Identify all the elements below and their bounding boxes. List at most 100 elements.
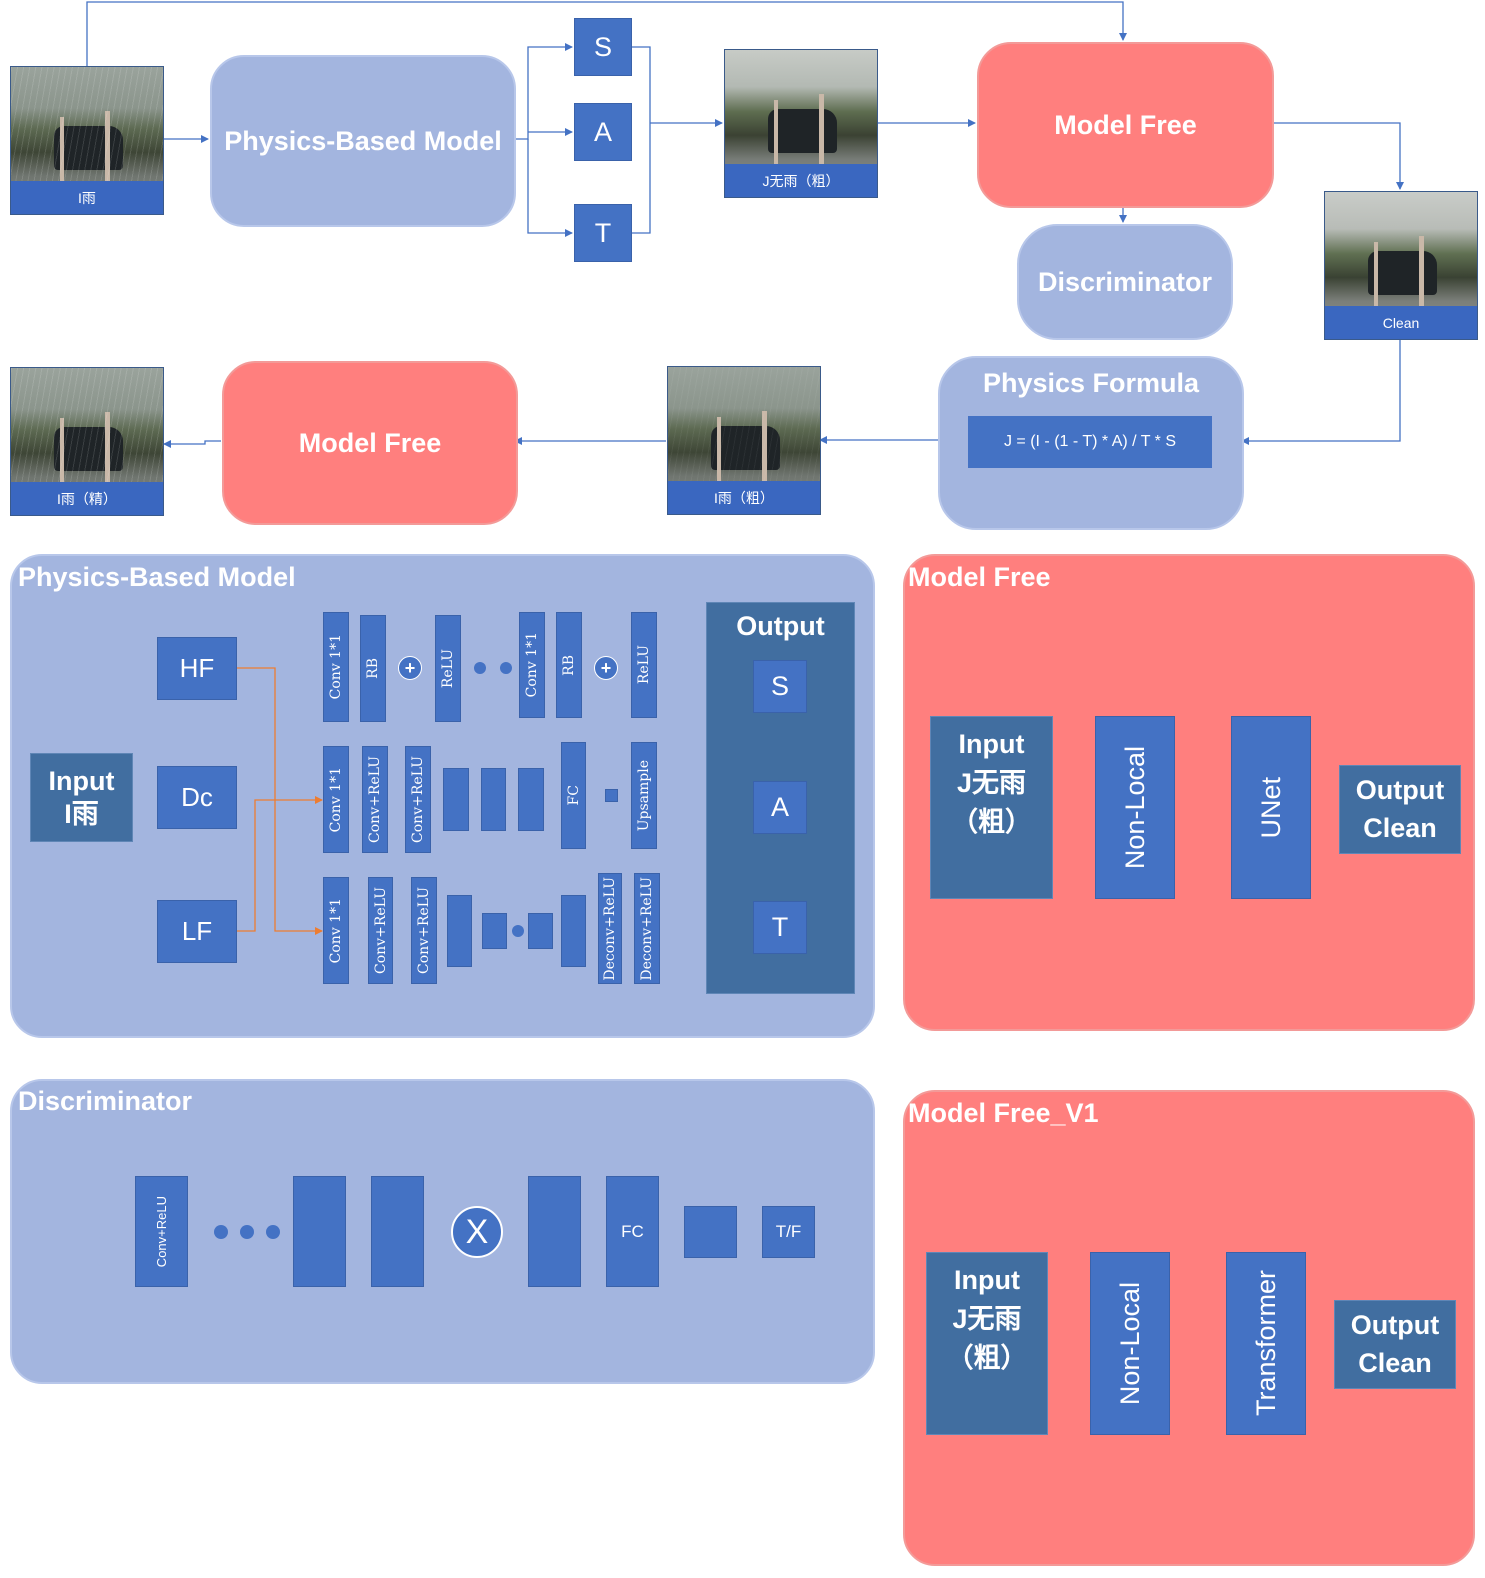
- conv-relu-block: Conv+ReLU: [411, 877, 437, 984]
- image-caption: I雨: [11, 181, 163, 214]
- decoder-block: [561, 895, 586, 967]
- block-label: T/F: [775, 1222, 802, 1241]
- clean-image: Clean: [1324, 191, 1478, 340]
- block-label: Conv 1*1: [524, 632, 540, 698]
- t-label: T: [594, 217, 612, 248]
- add-node: +: [398, 656, 422, 680]
- feature-block: [293, 1176, 346, 1287]
- i-coarse-image: I雨（粗）: [667, 366, 821, 515]
- mfv1-input-block: Input J无雨 （粗）: [926, 1252, 1048, 1435]
- block-label: Physics-Based Model: [224, 125, 502, 156]
- block-label: Model Free: [298, 427, 442, 458]
- panel-title: Physics-Based Model: [18, 562, 296, 592]
- deconv-relu-block: Deconv+ReLU: [634, 873, 660, 984]
- block-label: Conv+ReLU: [416, 887, 432, 974]
- output-title: Output: [736, 611, 825, 641]
- lf-label: LF: [181, 916, 213, 946]
- model-free-block: Model Free: [977, 42, 1274, 208]
- panel-title: Model Free_V1: [908, 1098, 1099, 1128]
- feature-block: [371, 1176, 424, 1287]
- s-label: S: [593, 31, 612, 62]
- conv-relu-block: Conv+ReLU: [362, 746, 388, 853]
- block-label: Non-Local: [1119, 745, 1150, 870]
- block-label: Transformer: [1250, 1270, 1281, 1417]
- image-caption: I雨（粗）: [668, 481, 820, 514]
- output-t-block: T: [753, 901, 807, 954]
- upsample-block: Upsample: [631, 742, 657, 849]
- hf-block: HF: [157, 637, 237, 700]
- discriminator-block: Discriminator: [1017, 224, 1233, 340]
- conv-relu-block: Conv+ReLU: [405, 746, 431, 853]
- add-node: +: [594, 656, 618, 680]
- lf-block: LF: [157, 900, 237, 963]
- rainy-input-image: I雨: [10, 66, 164, 215]
- ellipsis-dot: [214, 1225, 228, 1239]
- j-coarse-image: J无雨（粗）: [724, 49, 878, 198]
- panel-title: Discriminator: [18, 1086, 193, 1116]
- block-label: Upsample: [636, 759, 652, 832]
- output-label: Output: [1350, 1309, 1440, 1340]
- output-a-block: A: [753, 781, 807, 834]
- relu-block: ReLU: [631, 612, 657, 718]
- block-label: Conv 1*1: [328, 897, 344, 964]
- block-label: ReLU: [440, 648, 456, 689]
- feature-block: [684, 1206, 737, 1258]
- image-caption: Clean: [1325, 306, 1477, 339]
- input-sub-label: J无雨: [952, 1304, 1022, 1335]
- a-label: A: [593, 116, 612, 147]
- block-label: Model Free: [1054, 109, 1197, 140]
- output-s-label: S: [770, 671, 789, 701]
- block-label: Conv+ReLU: [372, 887, 389, 974]
- physics-formula-block: Physics Formula J = (I - (1 - T) * A) / …: [938, 356, 1244, 530]
- hf-label: HF: [179, 653, 215, 683]
- block-label: Conv+ReLU: [410, 756, 426, 843]
- conv-1x1-block: Conv 1*1: [323, 746, 349, 853]
- a-block: A: [574, 103, 632, 161]
- block-label: UNet: [1255, 776, 1286, 839]
- tf-output-block: T/F: [762, 1206, 815, 1258]
- block-label: FC: [565, 785, 582, 806]
- conv-1x1-block: Conv 1*1: [323, 612, 349, 722]
- block-label: Conv 1*1: [328, 634, 344, 700]
- formula-title: Physics Formula: [982, 368, 1200, 398]
- block-label: FC: [621, 1221, 644, 1241]
- model-free-block-2: Model Free: [222, 361, 518, 525]
- i-fine-image: I雨（精）: [10, 367, 164, 516]
- output-label: Output: [1355, 774, 1445, 805]
- input-label: Input: [954, 1265, 1020, 1295]
- feature-block: [443, 768, 469, 831]
- encoder-block: [447, 895, 472, 967]
- block-label: RB: [365, 658, 381, 679]
- mf-input-block: Input J无雨 （粗）: [930, 716, 1053, 899]
- feature-block: [481, 768, 506, 831]
- block-label: Conv+ReLU: [367, 756, 383, 843]
- block-label: Discriminator: [1037, 266, 1213, 297]
- image-caption: J无雨（粗）: [725, 164, 877, 197]
- block-label: ReLU: [636, 645, 652, 685]
- nonlocal-block: Non-Local: [1095, 716, 1175, 899]
- t-block: T: [574, 204, 632, 262]
- s-block: S: [574, 18, 632, 76]
- feature-block: [528, 1176, 581, 1287]
- conv-relu-block: Conv+ReLU: [135, 1176, 188, 1287]
- conv-1x1-block: Conv 1*1: [323, 877, 349, 984]
- input-sub-label: （粗）: [946, 1343, 1028, 1374]
- block-label: Deconv+ReLU: [639, 876, 655, 981]
- formula-box: J = (I - (1 - T) * A) / T * S: [968, 416, 1212, 468]
- input-sub-label: （粗）: [951, 807, 1032, 838]
- rb-block: RB: [360, 615, 386, 722]
- ellipsis-dot: [512, 925, 524, 937]
- output-sub-label: Clean: [1363, 812, 1437, 843]
- input-sub-label: I雨: [64, 798, 99, 829]
- block-label: Conv 1*1: [328, 766, 344, 833]
- transformer-block: Transformer: [1226, 1252, 1306, 1435]
- ellipsis-dot: [500, 662, 512, 674]
- ellipsis-dot: [240, 1225, 254, 1239]
- mfv1-output-block: Output Clean: [1334, 1300, 1456, 1389]
- block-label: Deconv+ReLU: [602, 876, 618, 981]
- physics-based-model-block: Physics-Based Model: [210, 55, 516, 227]
- block-label: Conv+ReLU: [154, 1195, 169, 1268]
- pbm-input-block: Input I雨: [30, 753, 133, 842]
- multiply-node: X: [451, 1206, 503, 1258]
- image-caption: I雨（精）: [11, 482, 163, 515]
